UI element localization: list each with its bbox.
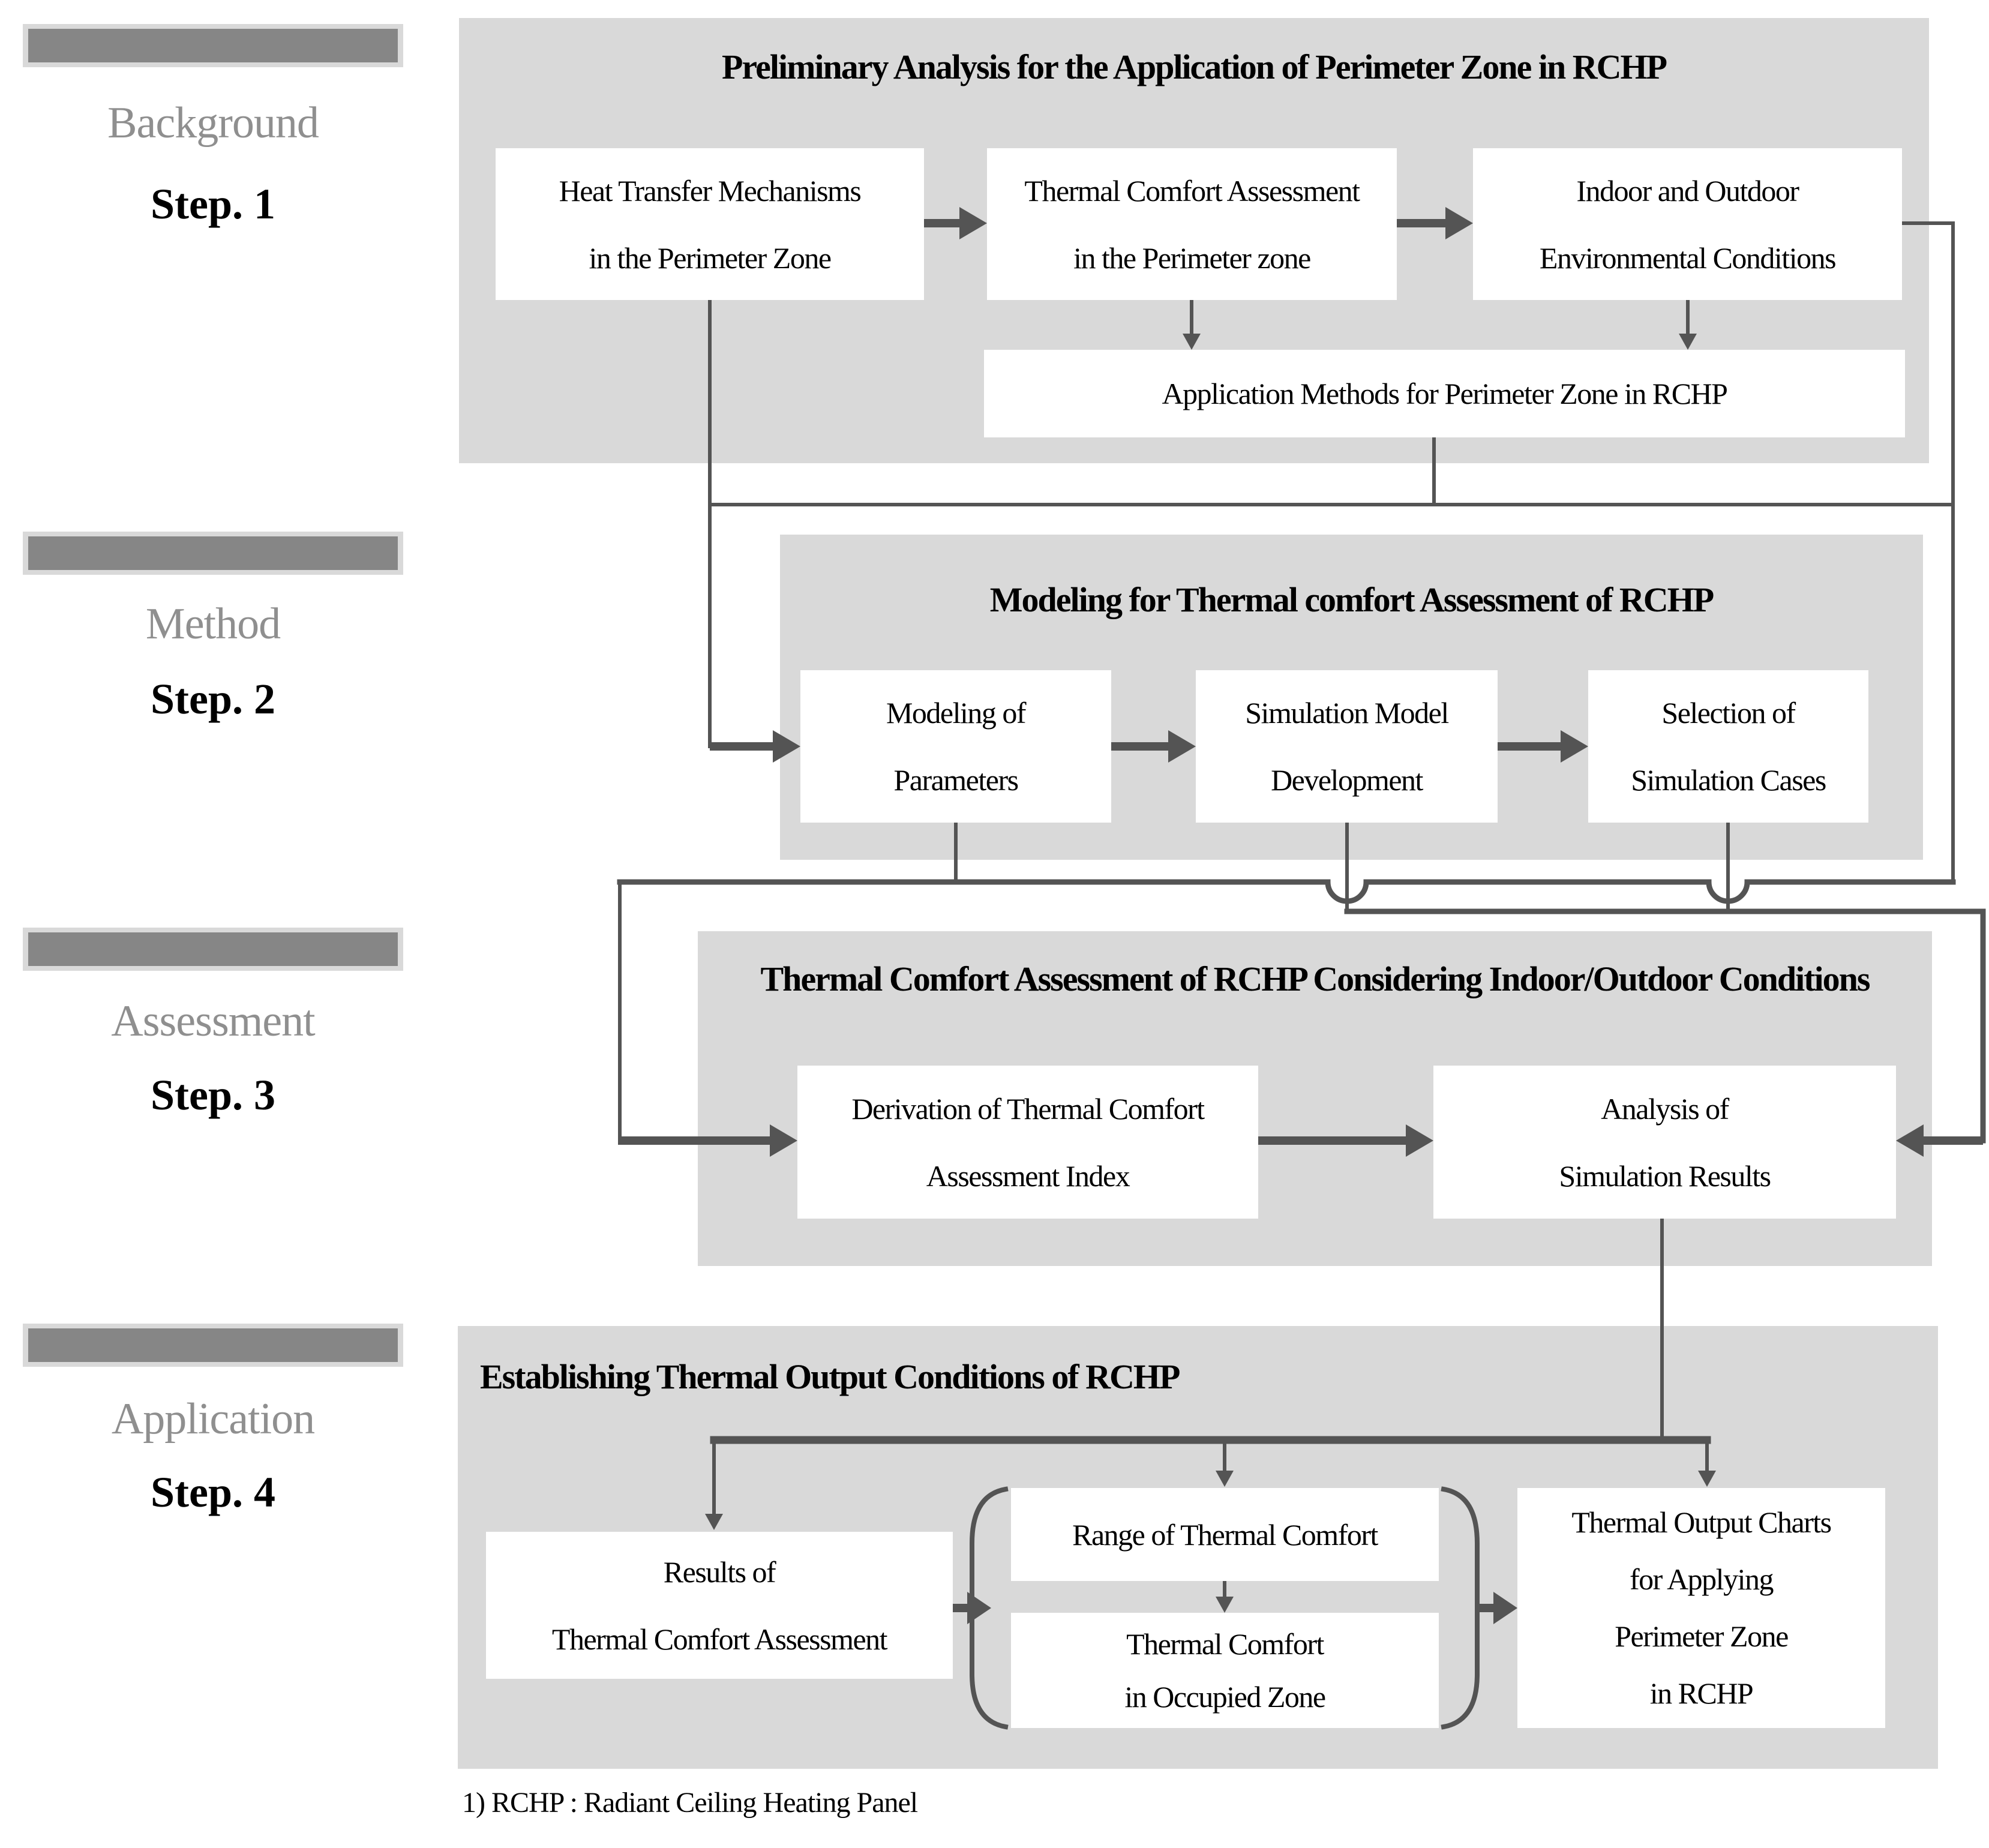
arrow-bar-to-range bbox=[1216, 1444, 1234, 1487]
box-output-charts-line4: in RCHP bbox=[1649, 1676, 1754, 1710]
arrow-range-to-occupied bbox=[1216, 1581, 1234, 1613]
section3-title: Thermal Comfort Assessment of RCHP Consi… bbox=[760, 959, 1871, 998]
box-heat-transfer-line2: in the Perimeter Zone bbox=[589, 241, 832, 275]
arrow-bar-to-results bbox=[705, 1444, 723, 1530]
box-application-methods: Application Methods for Perimeter Zone i… bbox=[984, 350, 1905, 437]
box-selection-cases-line2: Simulation Cases bbox=[1631, 763, 1826, 797]
arrow-comfort-to-indoor bbox=[1397, 207, 1473, 239]
sidebar-bar-1 bbox=[23, 24, 403, 67]
box-selection-cases-line1: Selection of bbox=[1661, 696, 1796, 730]
box-analysis-line2: Simulation Results bbox=[1559, 1159, 1771, 1193]
arrow-into-modeling-parameters bbox=[710, 730, 800, 763]
sidebar-label-assessment: Assessment bbox=[111, 997, 315, 1046]
box-range-thermal-comfort: Range of Thermal Comfort bbox=[1011, 1488, 1439, 1581]
sidebar-step-4: Step. 4 bbox=[150, 1468, 276, 1516]
box-thermal-comfort-occupied-zone: Thermal Comfort in Occupied Zone bbox=[1011, 1613, 1439, 1728]
box-modeling-of-parameters: Modeling of Parameters bbox=[800, 670, 1111, 823]
sidebar-bar-4-fill bbox=[28, 1328, 398, 1362]
box-indoor-outdoor-conditions: Indoor and Outdoor Environmental Conditi… bbox=[1473, 148, 1902, 300]
arrow-results-to-bracket bbox=[953, 1592, 991, 1624]
arrow-derivation-to-analysis bbox=[1258, 1124, 1433, 1157]
box-output-charts-line1: Thermal Output Charts bbox=[1571, 1505, 1832, 1539]
box-simulation-model-development: Simulation Model Development bbox=[1196, 670, 1498, 823]
box-simulation-model-line1: Simulation Model bbox=[1245, 696, 1449, 730]
arrow-indoor-down bbox=[1679, 300, 1697, 350]
box-occupied-line2: in Occupied Zone bbox=[1124, 1680, 1326, 1714]
arrow-parameters-to-simulation-model bbox=[1111, 730, 1196, 763]
box-thermal-output-charts: Thermal Output Charts for Applying Perim… bbox=[1517, 1488, 1885, 1728]
box-analysis-line1: Analysis of bbox=[1601, 1091, 1729, 1126]
box-output-charts-line2: for Applying bbox=[1630, 1562, 1774, 1596]
box-indoor-outdoor-line2: Environmental Conditions bbox=[1539, 241, 1837, 275]
box-results-line2: Thermal Comfort Assessment bbox=[551, 1622, 888, 1656]
box-derivation-line2: Assessment Index bbox=[926, 1159, 1130, 1193]
box-output-charts-line3: Perimeter Zone bbox=[1615, 1619, 1789, 1653]
bracket-right bbox=[1441, 1486, 1480, 1730]
box-results-line1: Results of bbox=[663, 1555, 776, 1589]
sidebar-bar-2-fill bbox=[28, 536, 398, 570]
section2-title: Modeling for Thermal comfort Assessment … bbox=[989, 580, 1714, 619]
box-thermal-comfort-assessment: Thermal Comfort Assessment in the Perime… bbox=[987, 148, 1397, 300]
section4-title: Establishing Thermal Output Conditions o… bbox=[480, 1357, 1180, 1396]
sidebar-step-1: Step. 1 bbox=[150, 180, 276, 228]
sidebar-bar-2 bbox=[23, 532, 403, 575]
sidebar-step-2: Step. 2 bbox=[150, 675, 276, 723]
box-thermal-comfort-line1: Thermal Comfort Assessment bbox=[1024, 173, 1360, 208]
box-selection-simulation-cases: Selection of Simulation Cases bbox=[1588, 670, 1868, 823]
box-modeling-parameters-line2: Parameters bbox=[893, 763, 1019, 797]
sidebar-bar-3-fill bbox=[28, 932, 398, 966]
arrow-bracket-to-output-charts bbox=[1477, 1592, 1517, 1624]
box-thermal-comfort-line2: in the Perimeter zone bbox=[1073, 241, 1311, 275]
footnote-rchp-definition: 1) RCHP : Radiant Ceiling Heating Panel bbox=[462, 1787, 918, 1819]
sidebar-step-3: Step. 3 bbox=[150, 1071, 276, 1119]
box-derivation-line1: Derivation of Thermal Comfort bbox=[851, 1091, 1205, 1126]
arrow-comfort-down bbox=[1183, 300, 1201, 350]
box-range-line1: Range of Thermal Comfort bbox=[1072, 1517, 1378, 1552]
arrow-model-to-selection bbox=[1498, 730, 1588, 763]
box-results-thermal-comfort: Results of Thermal Comfort Assessment bbox=[486, 1532, 953, 1679]
sidebar-label-background: Background bbox=[107, 98, 319, 148]
arrow-bar-to-output-charts bbox=[1698, 1444, 1716, 1487]
box-modeling-parameters-line1: Modeling of bbox=[886, 696, 1027, 730]
arrow-heat-to-comfort bbox=[924, 207, 987, 239]
box-occupied-line1: Thermal Comfort bbox=[1126, 1627, 1324, 1661]
sidebar-label-application: Application bbox=[111, 1394, 315, 1444]
box-simulation-model-line2: Development bbox=[1271, 763, 1423, 797]
box-heat-transfer-mechanisms: Heat Transfer Mechanisms in the Perimete… bbox=[496, 148, 924, 300]
sidebar-bar-4 bbox=[23, 1324, 403, 1367]
line-indoor-outdoor-to-right-rail bbox=[1900, 221, 1955, 884]
sidebar-label-method: Method bbox=[145, 599, 281, 649]
box-analysis-simulation-results: Analysis of Simulation Results bbox=[1433, 1066, 1896, 1219]
sidebar-bar-1-fill bbox=[28, 29, 398, 62]
box-derivation-assessment-index: Derivation of Thermal Comfort Assessment… bbox=[797, 1066, 1258, 1219]
arrow-into-derivation bbox=[618, 1124, 797, 1157]
box-indoor-outdoor-line1: Indoor and Outdoor bbox=[1576, 173, 1799, 208]
line-L1-to-derivation bbox=[617, 879, 1956, 904]
box-heat-transfer-line1: Heat Transfer Mechanisms bbox=[559, 173, 862, 208]
section1-title: Preliminary Analysis for the Application… bbox=[721, 47, 1667, 86]
sidebar-bar-3 bbox=[23, 928, 403, 971]
arrow-rail-into-analysis bbox=[1896, 1124, 1983, 1157]
box-application-methods-line1: Application Methods for Perimeter Zone i… bbox=[1162, 377, 1728, 410]
line-L2-to-analysis bbox=[1344, 908, 1986, 1144]
